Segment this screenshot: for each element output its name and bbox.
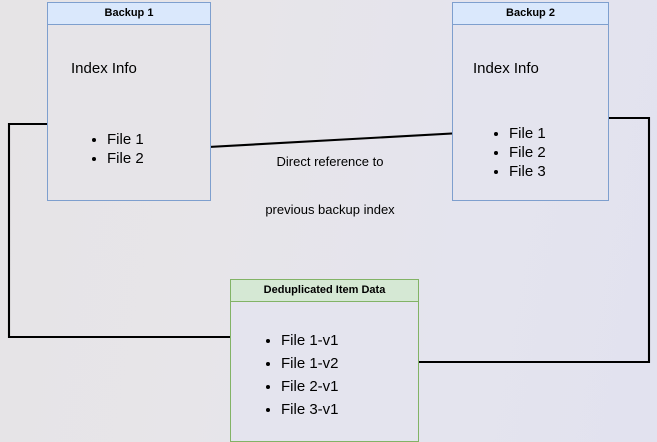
backup-1-file-list: File 1 File 2 [93, 130, 144, 168]
list-item: File 1-v1 [281, 329, 339, 352]
backup-1-body: Index Info File 1 File 2 [47, 25, 211, 201]
direct-reference-label-line2: previous backup index [265, 202, 395, 217]
backup-2-body: Index Info File 1 File 2 File 3 [452, 25, 609, 201]
deduplicated-item-data-box[interactable]: Deduplicated Item Data File 1-v1 File 1-… [230, 279, 419, 442]
backup-2-index-info-label: Index Info [473, 60, 539, 77]
deduplicated-item-data-body: File 1-v1 File 1-v2 File 2-v1 File 3-v1 [230, 302, 419, 442]
backup-2-file-list: File 1 File 2 File 3 [495, 124, 546, 181]
backup-1-box[interactable]: Backup 1 Index Info File 1 File 2 [47, 2, 211, 201]
list-item: File 3-v1 [281, 398, 339, 421]
backup-2-box[interactable]: Backup 2 Index Info File 1 File 2 File 3 [452, 2, 609, 201]
backup-2-title: Backup 2 [452, 2, 609, 25]
backup-1-index-info-label: Index Info [71, 60, 137, 77]
list-item: File 3 [509, 162, 546, 181]
list-item: File 2 [107, 149, 144, 168]
backup-1-title: Backup 1 [47, 2, 211, 25]
direct-reference-label: Direct reference to previous backup inde… [245, 122, 415, 250]
direct-reference-label-line1: Direct reference to [276, 154, 384, 169]
list-item: File 2-v1 [281, 375, 339, 398]
list-item: File 1-v2 [281, 352, 339, 375]
deduplicated-file-list: File 1-v1 File 1-v2 File 2-v1 File 3-v1 [267, 329, 339, 421]
list-item: File 1 [107, 130, 144, 149]
deduplicated-item-data-title: Deduplicated Item Data [230, 279, 419, 302]
list-item: File 1 [509, 124, 546, 143]
list-item: File 2 [509, 143, 546, 162]
